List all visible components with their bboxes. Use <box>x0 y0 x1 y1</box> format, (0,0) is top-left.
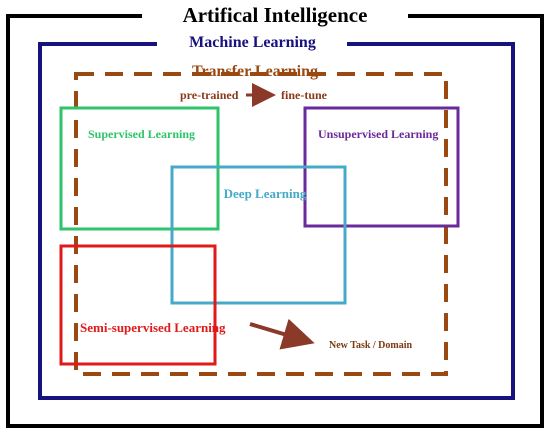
finetune-label: fine-tune <box>281 88 327 102</box>
transfer-learning-boundary <box>74 72 448 376</box>
supervised-label: Supervised Learning <box>88 127 196 141</box>
machine-learning-title: Machine Learning <box>189 34 316 51</box>
ml-boundary <box>38 42 515 400</box>
new-task-label: New Task / Domain <box>329 340 413 351</box>
deep-learning-label: Deep Learning <box>223 186 307 201</box>
pretrained-label: pre-trained <box>180 88 239 102</box>
ai-title: Artifical Intelligence <box>182 3 368 27</box>
transfer-learning-title: Transfer Learning <box>191 63 319 80</box>
new-task-arrow <box>249 318 315 350</box>
deep-learning-box <box>170 165 347 305</box>
ai-boundary <box>6 14 544 428</box>
semi-supervised-box <box>59 244 217 366</box>
unsupervised-label: Unsupervised Learning <box>318 127 439 141</box>
semi-supervised-label: Semi-supervised Learning <box>80 320 226 335</box>
